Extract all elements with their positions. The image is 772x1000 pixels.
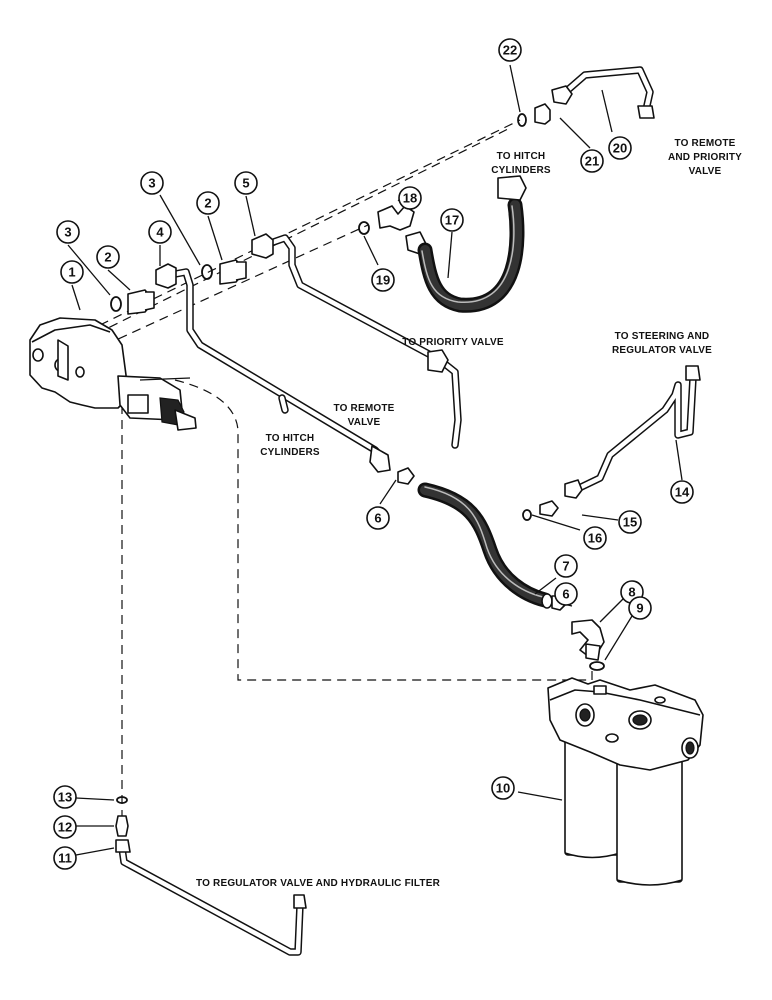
svg-text:VALVE: VALVE [348,417,381,428]
leader-lines [67,64,683,856]
callout-21: 21 [580,149,604,173]
svg-text:5: 5 [242,176,249,191]
destination-labels: TO REMOTE AND PRIORITY VALVE TO HITCH CY… [196,138,742,889]
svg-text:TO REGULATOR VALVE AND HYDRAUL: TO REGULATOR VALVE AND HYDRAULIC FILTER [196,878,441,889]
callout-1: 1 [60,260,84,284]
svg-text:6: 6 [562,587,569,602]
svg-text:AND PRIORITY: AND PRIORITY [668,152,742,163]
control-valve-body [29,317,197,431]
callout-19: 19 [371,268,395,292]
svg-text:TO REMOTE: TO REMOTE [333,403,394,414]
svg-text:1: 1 [68,265,75,280]
svg-text:2: 2 [104,250,111,265]
svg-text:8: 8 [628,585,635,600]
svg-text:9: 9 [636,601,643,616]
callout-13: 13 [53,785,77,809]
hose-hitch-upper [358,175,527,313]
pipe-to-regulator-filter [115,796,307,956]
callout-3: 3 [56,220,80,244]
callout-2: 2 [96,245,120,269]
svg-text:6: 6 [374,511,381,526]
svg-text:7: 7 [562,559,569,574]
svg-text:11: 11 [58,851,72,866]
label-to-remote: TO REMOTE VALVE [333,403,394,428]
callout-7: 7 [554,554,578,578]
callout-15: 15 [618,510,642,534]
svg-text:3: 3 [148,176,155,191]
label-to-regulator-filter: TO REGULATOR VALVE AND HYDRAULIC FILTER [196,878,441,889]
svg-text:CYLINDERS: CYLINDERS [260,447,320,458]
callout-14: 14 [670,480,694,504]
svg-text:13: 13 [58,790,72,805]
callout-18: 18 [398,186,422,210]
svg-text:16: 16 [588,531,602,546]
callout-6b: 6 [554,582,578,606]
svg-text:20: 20 [613,141,627,156]
pipe-to-steering-regulator [522,365,701,521]
callout-11: 11 [53,846,77,870]
callout-9: 9 [628,596,652,620]
hose-lower [397,467,567,611]
svg-text:TO REMOTE: TO REMOTE [674,138,735,149]
label-to-remote-priority: TO REMOTE AND PRIORITY VALVE [668,138,742,177]
callout-12: 12 [53,815,77,839]
label-to-hitch-top: TO HITCH CYLINDERS [491,151,551,176]
svg-text:TO HITCH: TO HITCH [497,151,546,162]
callout-4: 4 [148,220,172,244]
callout-22: 22 [498,38,522,62]
svg-text:17: 17 [445,213,459,228]
svg-text:TO PRIORITY VALVE: TO PRIORITY VALVE [402,337,504,348]
svg-text:14: 14 [675,485,690,500]
callout-10: 10 [491,776,515,800]
alignment-dashed-lines [95,119,593,830]
callout-3b: 3 [140,171,164,195]
svg-text:4: 4 [156,225,164,240]
hydraulic-filter-assembly [547,677,704,886]
callout-5: 5 [234,171,258,195]
svg-text:21: 21 [585,154,599,169]
svg-text:19: 19 [376,273,390,288]
label-to-steering: TO STEERING AND REGULATOR VALVE [612,331,712,356]
pipe-to-priority-valve [251,233,462,449]
svg-text:15: 15 [623,515,637,530]
svg-text:VALVE: VALVE [689,166,722,177]
svg-text:REGULATOR VALVE: REGULATOR VALVE [612,345,712,356]
svg-text:10: 10 [496,781,510,796]
pipe-to-remote-valve [155,263,391,473]
svg-text:TO STEERING AND: TO STEERING AND [615,331,710,342]
label-to-hitch-mid: TO HITCH CYLINDERS [260,433,320,458]
svg-text:2: 2 [204,196,211,211]
elbow-fitting-filter [571,619,605,671]
svg-text:3: 3 [64,225,71,240]
svg-text:12: 12 [58,820,72,835]
svg-text:22: 22 [503,43,517,58]
callout-markers: 1 2 3 4 5 6 7 8 9 10 11 12 13 14 15 16 1… [53,38,694,870]
svg-text:18: 18 [403,191,417,206]
callout-17: 17 [440,208,464,232]
svg-text:CYLINDERS: CYLINDERS [491,165,551,176]
callout-20: 20 [608,136,632,160]
callout-2b: 2 [196,191,220,215]
svg-text:TO HITCH: TO HITCH [266,433,315,444]
label-to-priority: TO PRIORITY VALVE [402,337,504,348]
callout-16: 16 [583,526,607,550]
callout-6: 6 [366,506,390,530]
fittings-valve-ports [110,259,247,315]
pipe-to-remote-priority [517,66,655,127]
